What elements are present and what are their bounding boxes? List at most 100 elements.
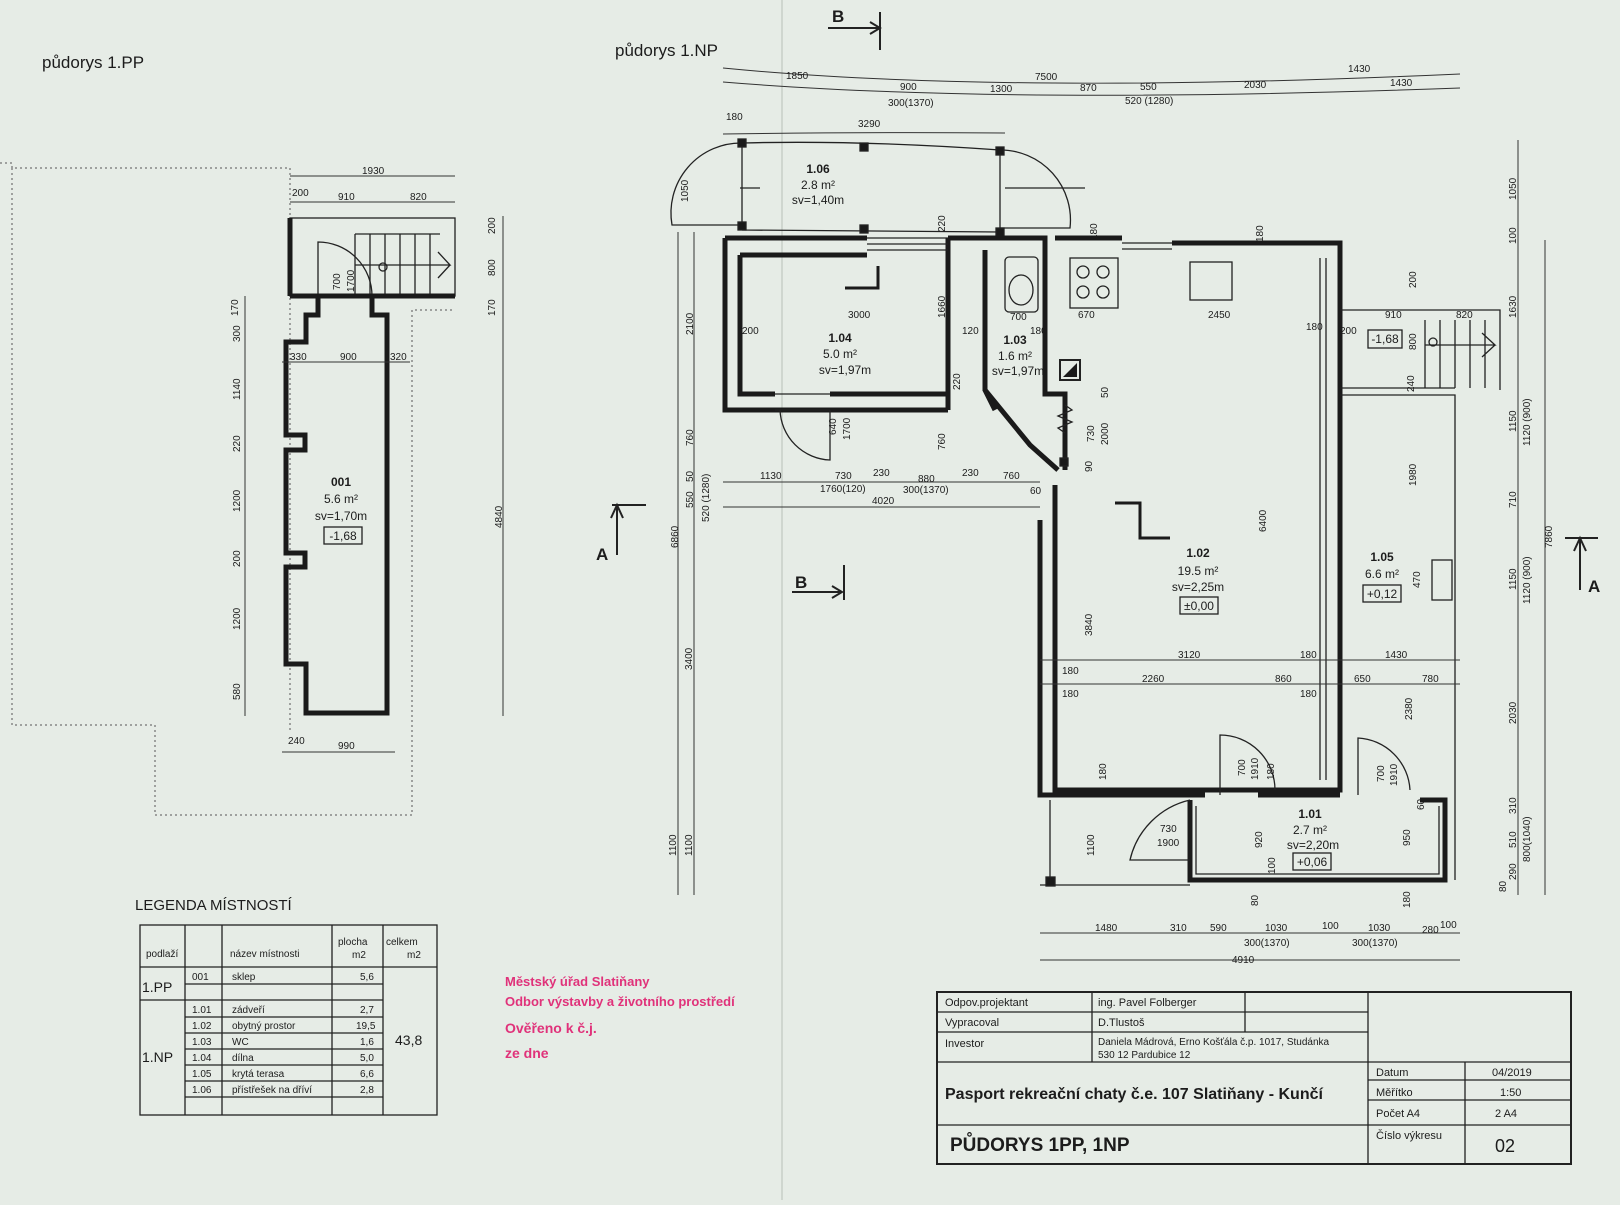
- burner-icon: [1076, 265, 1090, 279]
- dim-i-v6400: 6400: [1258, 509, 1269, 532]
- room-level-101: +0,06: [1297, 855, 1328, 869]
- dim-left-9: 1100: [684, 834, 695, 856]
- dim-bot-v180: 180: [1402, 891, 1413, 908]
- dim-1pp-left-1: 300: [232, 325, 243, 342]
- post: [859, 142, 869, 152]
- room-no-101: 1.01: [1298, 807, 1322, 821]
- dim-i-wc-w: 700: [1010, 312, 1027, 323]
- room-area-106: 2.8 m²: [801, 178, 835, 192]
- legend-h-level: podlaží: [146, 949, 178, 960]
- tb-x1: 04/2019: [1492, 1067, 1532, 1079]
- dim-i-low-a: 180: [1062, 666, 1079, 677]
- dim-i-mid-b: 180: [1300, 650, 1317, 661]
- dim-bot-e: 100: [1322, 921, 1339, 932]
- dim-i-d730: 730: [1086, 425, 1097, 442]
- room-area-101: 2.7 m²: [1293, 823, 1327, 837]
- room-no-106: 1.06: [806, 162, 830, 176]
- legend-area: 2,8: [360, 1085, 374, 1096]
- room-area-105: 6.6 m²: [1365, 567, 1399, 581]
- tb-x2: 1:50: [1500, 1087, 1521, 1099]
- cellar-walls: [283, 296, 390, 716]
- tb-drafter: D.Tlustoš: [1098, 1017, 1145, 1029]
- tb-drawing: PŮDORYS 1PP, 1NP: [950, 1133, 1130, 1156]
- legend-level-1np: 1.NP: [142, 1049, 173, 1065]
- dim-1pp-left-3: 220: [232, 435, 243, 452]
- section-b-top: B: [832, 7, 844, 26]
- section-arrow: [792, 565, 845, 600]
- heater-fill: [1063, 363, 1077, 377]
- dim-i-porch-200b: 200: [1408, 271, 1419, 288]
- legend-no: 001: [192, 972, 209, 983]
- dim-i-row-d2: 300(1370): [903, 485, 949, 496]
- dim-bot-v80: 80: [1250, 894, 1261, 906]
- stamp-line3: Ověřeno k č.j.: [505, 1020, 597, 1036]
- legend-area: 6,6: [360, 1069, 374, 1080]
- post: [737, 138, 747, 148]
- dim-i-low-g: 180: [1300, 689, 1317, 700]
- room-height-103: sv=1,97m: [992, 364, 1044, 378]
- room-level-105: +0,12: [1367, 587, 1398, 601]
- terrace-bench: [1431, 559, 1453, 601]
- dim-i-e2-60: 60: [1416, 798, 1427, 810]
- dim-top-r2a: 180: [726, 112, 743, 123]
- room-area-103: 1.6 m²: [998, 349, 1032, 363]
- burner-icon: [1096, 285, 1110, 299]
- tb-label-designer: Odpov.projektant: [945, 997, 1028, 1009]
- room-level-001: -1,68: [329, 529, 357, 543]
- dim-i-h220b: 220: [952, 373, 963, 390]
- legend-no: 1.05: [192, 1069, 212, 1080]
- dim-left-1: 2100: [685, 312, 696, 335]
- section-arrow: [612, 504, 646, 555]
- living-stair-mark: [1115, 501, 1170, 540]
- tb-k1: Datum: [1376, 1067, 1408, 1079]
- dim-1pp-left-7: 580: [232, 683, 243, 700]
- level-box-001: [323, 526, 363, 545]
- dim-i-h180b: 180: [1255, 225, 1266, 242]
- dim-line: [722, 81, 1461, 96]
- plan-1np: B 1430 7500 1850 900 300(1370) 1300 870 …: [596, 7, 1600, 966]
- plan-1pp: 001 5.6 m² sv=1,70m -1,68 1930 200 910 8…: [0, 162, 505, 816]
- tb-project: Pasport rekreační chaty č.e. 107 Slatiňa…: [945, 1086, 1323, 1103]
- heading-1pp: půdorys 1.PP: [42, 53, 144, 72]
- dim-i-low-b: 2260: [1142, 674, 1165, 685]
- dim-1pp-top-b: 910: [338, 192, 355, 203]
- tb-designer: ing. Pavel Folberger: [1098, 997, 1197, 1009]
- dim-right-4: 1120 (900): [1522, 398, 1533, 446]
- tb-label-investor: Investor: [945, 1038, 984, 1050]
- section-arrow: [1573, 535, 1587, 552]
- dim-top-r1-0: 1850: [786, 71, 809, 82]
- dim-right-8: 2030: [1508, 701, 1519, 724]
- legend-area: 1,6: [360, 1037, 374, 1048]
- dim-1pp-mid-c: 320: [390, 352, 407, 363]
- legend-total: 43,8: [395, 1032, 422, 1048]
- tb-x3: 2 A4: [1495, 1108, 1517, 1120]
- dim-i-v100: 100: [1267, 857, 1278, 874]
- tb-label-drafter: Vypracoval: [945, 1017, 999, 1029]
- dim-i-h760: 760: [937, 433, 948, 450]
- dim-i-row-f: 760: [1003, 471, 1020, 482]
- window-right: [1319, 258, 1327, 780]
- dim-1pp-door-a: 700: [332, 273, 343, 290]
- dim-i-ent-730: 730: [1160, 824, 1177, 835]
- dim-i-mid-a: 3120: [1178, 650, 1201, 661]
- level-box-105: [1362, 584, 1402, 603]
- dim-right-2: 1630: [1508, 295, 1519, 318]
- dim-top-r1-4: 550: [1140, 82, 1157, 93]
- section-b-bottom: B: [795, 573, 807, 592]
- room-no-001: 001: [331, 475, 351, 489]
- stamp-line1: Městský úřad Slatiňany: [505, 974, 650, 989]
- legend-no: 1.03: [192, 1037, 212, 1048]
- room-height-104: sv=1,97m: [819, 363, 871, 377]
- title-block: Odpov.projektant ing. Pavel Folberger Vy…: [936, 991, 1572, 1165]
- dim-bot-total: 4910: [1232, 955, 1255, 966]
- dim-left-8: 1100: [668, 834, 679, 856]
- dim-i-workshop-l: 200: [742, 326, 759, 337]
- dim-1pp-right-1: 800: [487, 259, 498, 276]
- window-kitchen: [1122, 242, 1172, 250]
- stove-icon: [1069, 257, 1119, 309]
- dim-left-5: 520 (1280): [701, 474, 712, 522]
- wall-living-left: [1052, 485, 1190, 793]
- dim-i-row-a: 1130: [760, 471, 782, 482]
- heading-1np: půdorys 1.NP: [615, 41, 718, 60]
